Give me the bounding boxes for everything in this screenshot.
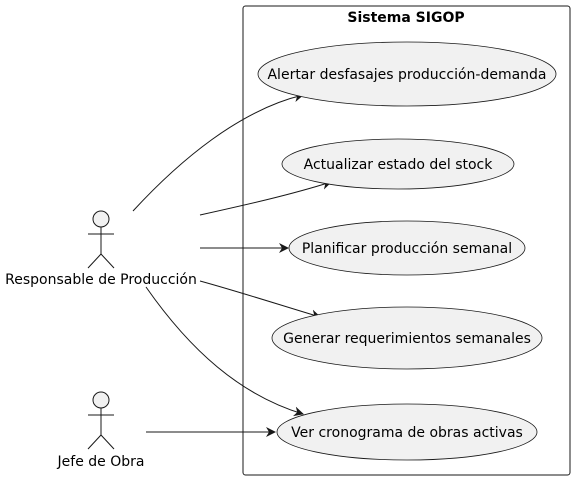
use-case-actualizar[interactable]: Actualizar estado del stock: [281, 138, 515, 190]
use-case-ellipse: [276, 403, 538, 461]
use-case-ellipse: [281, 138, 515, 190]
actor-responsable[interactable]: Responsable de Producción: [5, 210, 197, 288]
use-case-planificar[interactable]: Planificar producción semanal: [288, 220, 526, 276]
use-case-ellipse: [257, 41, 557, 107]
associations: [132, 92, 332, 437]
association-responsable-generar: [199, 280, 321, 320]
actor-icon: [87, 391, 115, 450]
use-case-label: Planificar producción semanal: [302, 241, 512, 257]
use-case-label: Generar requerimientos semanales: [283, 331, 531, 347]
association-responsable-actualizar: [199, 179, 332, 216]
use-case-alertar[interactable]: Alertar desfasajes producción-demanda: [257, 41, 557, 107]
system-title: Sistema SIGOP: [347, 10, 464, 26]
use-case-label: Actualizar estado del stock: [304, 157, 494, 173]
use-case-label: Alertar desfasajes producción-demanda: [267, 67, 546, 83]
use-case-label: Ver cronograma de obras activas: [291, 425, 523, 441]
actor-label: Jefe de Obra: [57, 454, 145, 470]
association-responsable-alertar: [132, 92, 304, 212]
actor-jefe[interactable]: Jefe de Obra: [57, 391, 145, 470]
use-case-ellipse: [288, 220, 526, 276]
actor-icon: [87, 210, 115, 269]
actor-label: Responsable de Producción: [5, 272, 197, 288]
use-case-generar[interactable]: Generar requerimientos semanales: [271, 306, 543, 370]
use-case-ver[interactable]: Ver cronograma de obras activas: [276, 403, 538, 461]
association-responsable-ver: [145, 286, 304, 417]
use-case-ellipse: [271, 306, 543, 370]
